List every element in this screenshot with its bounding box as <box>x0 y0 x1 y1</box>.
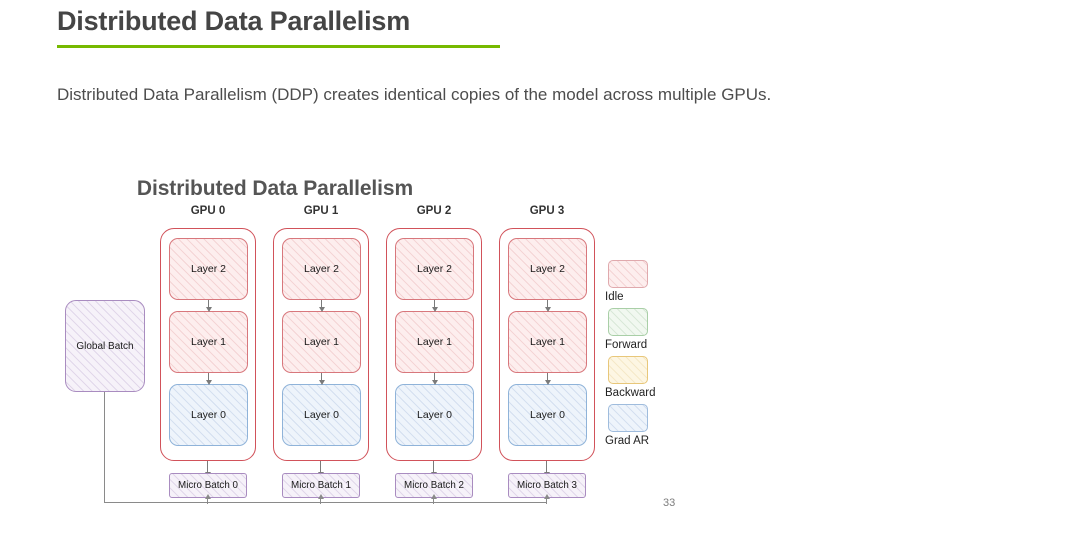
layer-arrow-icon-gpu3-0 <box>544 300 551 312</box>
legend-item-idle: Idle <box>605 260 685 303</box>
gpu-to-microbatch-arrow-icon-2 <box>430 461 437 477</box>
legend-swatch-forward <box>608 308 648 336</box>
layer-node-gpu0-layer-2: Layer 2 <box>169 238 248 300</box>
layer-node-gpu3-layer-1: Layer 1 <box>508 311 587 373</box>
legend-swatch-grad-ar <box>608 404 648 432</box>
layer-label: Layer 0 <box>416 409 453 421</box>
layer-node-gpu3-layer-0: Layer 0 <box>508 384 587 446</box>
layer-label: Layer 2 <box>303 263 340 275</box>
global-batch-label: Global Batch <box>76 340 134 352</box>
legend-item-forward: Forward <box>605 308 685 351</box>
layer-arrow-icon-gpu3-1 <box>544 373 551 385</box>
legend-label: Grad AR <box>605 435 650 447</box>
microbatch-feed-arrow-icon-3 <box>543 494 550 504</box>
gpu-container-1: Layer 2 Layer 1 Layer 0 <box>273 228 369 461</box>
microbatch-feed-arrow-icon-1 <box>317 494 324 504</box>
micro-batch-label: Micro Batch 3 <box>517 480 577 491</box>
microbatch-riser-1 <box>320 502 321 503</box>
layer-label: Layer 0 <box>190 409 227 421</box>
ddp-diagram: Distributed Data Parallelism Global Batc… <box>0 160 720 538</box>
microbatch-riser-3 <box>546 502 547 503</box>
layer-label: Layer 2 <box>190 263 227 275</box>
gpu-label-1: GPU 1 <box>303 205 339 217</box>
legend-item-backward: Backward <box>605 356 685 399</box>
diagram-title: Distributed Data Parallelism <box>136 177 414 200</box>
page-number: 33 <box>663 497 676 509</box>
gpu-label-3: GPU 3 <box>529 205 565 217</box>
page-title: Distributed Data Parallelism <box>57 6 411 36</box>
micro-batch-label: Micro Batch 2 <box>404 480 464 491</box>
micro-batch-label: Micro Batch 0 <box>178 480 238 491</box>
layer-arrow-icon-gpu2-1 <box>431 373 438 385</box>
gpu-to-microbatch-arrow-icon-1 <box>317 461 324 477</box>
layer-label: Layer 2 <box>416 263 453 275</box>
microbatch-riser-2 <box>433 502 434 503</box>
layer-label: Layer 2 <box>529 263 566 275</box>
microbatch-riser-0 <box>207 502 208 503</box>
layer-node-gpu1-layer-1: Layer 1 <box>282 311 361 373</box>
gpu-to-microbatch-arrow-icon-0 <box>204 461 211 477</box>
gpu-container-2: Layer 2 Layer 1 Layer 0 <box>386 228 482 461</box>
micro-batch-label: Micro Batch 1 <box>291 480 351 491</box>
layer-arrow-icon-gpu0-0 <box>205 300 212 312</box>
legend-swatch-idle <box>608 260 648 288</box>
layer-node-gpu2-layer-1: Layer 1 <box>395 311 474 373</box>
layer-arrow-icon-gpu0-1 <box>205 373 212 385</box>
legend-label: Forward <box>605 339 648 351</box>
micro-batch-node-3: Micro Batch 3 <box>508 473 586 498</box>
page-subtitle: Distributed Data Parallelism (DDP) creat… <box>57 85 772 104</box>
micro-batch-node-1: Micro Batch 1 <box>282 473 360 498</box>
legend-label: Backward <box>605 387 656 399</box>
layer-label: Layer 0 <box>303 409 340 421</box>
legend-item-grad-ar: Grad AR <box>605 404 685 447</box>
layer-node-gpu2-layer-0: Layer 0 <box>395 384 474 446</box>
global-batch-feeder-vertical <box>104 392 105 502</box>
layer-node-gpu0-layer-1: Layer 1 <box>169 311 248 373</box>
layer-node-gpu3-layer-2: Layer 2 <box>508 238 587 300</box>
gpu-container-3: Layer 2 Layer 1 Layer 0 <box>499 228 595 461</box>
layer-label: Layer 1 <box>190 336 227 348</box>
layer-arrow-icon-gpu1-0 <box>318 300 325 312</box>
layer-node-gpu1-layer-0: Layer 0 <box>282 384 361 446</box>
layer-node-gpu2-layer-2: Layer 2 <box>395 238 474 300</box>
gpu-label-0: GPU 0 <box>190 205 226 217</box>
layer-node-gpu1-layer-2: Layer 2 <box>282 238 361 300</box>
microbatch-feed-arrow-icon-2 <box>430 494 437 504</box>
micro-batch-node-0: Micro Batch 0 <box>169 473 247 498</box>
legend-swatch-backward <box>608 356 648 384</box>
microbatch-feed-arrow-icon-0 <box>204 494 211 504</box>
layer-label: Layer 0 <box>529 409 566 421</box>
legend-label: Idle <box>605 291 624 303</box>
gpu-label-2: GPU 2 <box>416 205 452 217</box>
layer-label: Layer 1 <box>303 336 340 348</box>
layer-node-gpu0-layer-0: Layer 0 <box>169 384 248 446</box>
layer-label: Layer 1 <box>416 336 453 348</box>
layer-arrow-icon-gpu1-1 <box>318 373 325 385</box>
title-underline-rule <box>57 45 500 48</box>
global-batch-feeder-horizontal <box>104 502 546 503</box>
global-batch-node: Global Batch <box>65 300 145 392</box>
gpu-to-microbatch-arrow-icon-3 <box>543 461 550 477</box>
layer-arrow-icon-gpu2-0 <box>431 300 438 312</box>
layer-label: Layer 1 <box>529 336 566 348</box>
gpu-container-0: Layer 2 Layer 1 Layer 0 <box>160 228 256 461</box>
